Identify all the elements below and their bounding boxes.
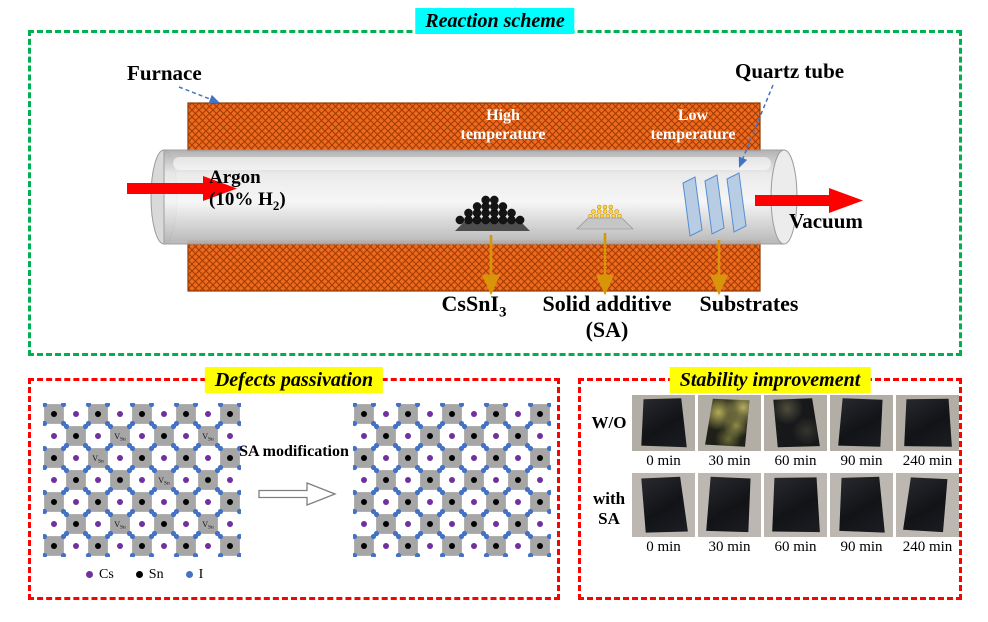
sample-photo <box>830 473 893 537</box>
quartz-tube-highlight <box>173 157 771 170</box>
sample-photo <box>896 395 959 451</box>
time-label: 90 min <box>840 539 883 555</box>
perovskite-film <box>773 398 820 448</box>
perovskite-film <box>903 477 948 533</box>
sample-photo <box>764 473 827 537</box>
sample-cell: 60 min <box>764 395 827 470</box>
legend-label: Sn <box>148 566 164 582</box>
quartz-pointer-arrow <box>738 84 774 168</box>
stability-panel: Stability improvement W/O 0 min 30 min 60 m… <box>578 367 962 600</box>
perovskite-film <box>641 398 687 448</box>
sample-photo <box>830 395 893 451</box>
sample-cell: 90 min <box>830 473 893 556</box>
perovskite-film <box>641 476 688 533</box>
stability-row-label: W/O <box>591 413 627 432</box>
sample-cell: 90 min <box>830 395 893 470</box>
svg-text:VSn: VSn <box>114 432 126 443</box>
sample-cell: 30 min <box>698 395 761 470</box>
reaction-scheme-title: Reaction scheme <box>415 8 575 34</box>
perovskite-film <box>705 398 750 447</box>
furnace-diagram <box>127 84 863 296</box>
perovskite-film <box>706 476 751 533</box>
argon-label: Argon (10% H2) <box>209 167 286 213</box>
furnace-bottom-block <box>187 240 761 292</box>
perovskite-film <box>772 477 820 533</box>
time-label: 60 min <box>774 539 817 555</box>
svg-text:VSn: VSn <box>92 454 104 465</box>
time-label: 30 min <box>708 453 751 469</box>
reaction-scheme-panel: Reaction scheme <box>28 8 962 356</box>
low-temperature-label: Low temperature <box>650 107 736 143</box>
sample-photo <box>896 473 959 537</box>
stability-row-label: with SA <box>592 489 626 528</box>
time-label: 240 min <box>902 453 953 469</box>
stability-title: Stability improvement <box>669 367 871 393</box>
sample-cell: 30 min <box>698 473 761 556</box>
defects-title: Defects passivation <box>204 367 384 393</box>
legend-item-cs: Cs <box>86 567 114 583</box>
substrates-plates <box>682 172 747 237</box>
cssni3-label: CsSnI3 <box>441 291 507 321</box>
cssni3-powder <box>455 195 525 225</box>
sa-modification-label: SA modification <box>239 443 349 460</box>
legend-label: I <box>198 566 204 582</box>
legend-item-sn: Sn <box>135 566 164 583</box>
cs-atom-icon <box>86 571 93 578</box>
svg-text:VSn: VSn <box>158 476 170 487</box>
sample-photo <box>698 395 761 451</box>
time-label: 60 min <box>774 453 817 469</box>
sn-atom-icon <box>135 571 143 578</box>
furnace-top-block <box>187 102 761 152</box>
sample-photo <box>632 395 695 451</box>
vacuum-outlet-arrow <box>755 188 863 213</box>
sa-tray <box>576 217 634 230</box>
argon-line1: Argon <box>209 167 261 188</box>
substrate-plate <box>704 174 725 235</box>
sample-photo <box>764 395 827 451</box>
substrate-plate <box>726 172 747 233</box>
legend-item-i: I <box>185 566 204 583</box>
quartz-tube-label: Quartz tube <box>735 59 845 83</box>
i-atom-icon <box>185 571 193 578</box>
time-label: 0 min <box>646 539 681 555</box>
time-label: 240 min <box>902 539 953 555</box>
time-label: 0 min <box>646 453 681 469</box>
sa-modification-arrow <box>258 482 337 506</box>
sample-photo <box>698 473 761 537</box>
sample-cell: 0 min <box>632 473 695 556</box>
vacuum-label: Vacuum <box>789 209 863 233</box>
sample-cell: 60 min <box>764 473 827 556</box>
svg-text:VSn: VSn <box>202 520 214 531</box>
sample-photo <box>632 473 695 537</box>
time-label: 30 min <box>708 539 751 555</box>
stability-row: with SA 0 min 30 min 60 min 90 min 240 min <box>586 473 962 556</box>
sample-cell: 0 min <box>632 395 695 470</box>
high-temperature-label: High temperature <box>460 107 546 143</box>
argon-line2: (10% H2) <box>209 189 286 214</box>
lattice-passivated <box>353 403 551 557</box>
furnace-label: Furnace <box>127 61 202 85</box>
perovskite-film <box>904 398 952 447</box>
solid-additive-dots <box>588 204 622 219</box>
substrate-plate <box>682 176 703 237</box>
sample-cell: 240 min <box>896 395 959 470</box>
furnace-pointer-arrow <box>178 86 220 104</box>
argon-inlet-arrow <box>127 176 237 201</box>
stability-row: W/O 0 min 30 min 60 min 90 min 240 min <box>586 395 962 470</box>
substrates-label: Substrates <box>699 291 799 316</box>
sample-cell: 240 min <box>896 473 959 556</box>
perovskite-film <box>839 476 885 533</box>
legend-label: Cs <box>99 566 114 582</box>
perovskite-film <box>838 398 883 447</box>
lattice-legend: Cs Sn I <box>86 565 225 583</box>
time-label: 90 min <box>840 453 883 469</box>
svg-text:VSn: VSn <box>202 432 214 443</box>
svg-text:VSn: VSn <box>114 520 126 531</box>
solid-additive-label: Solid additive (SA) <box>542 291 672 342</box>
